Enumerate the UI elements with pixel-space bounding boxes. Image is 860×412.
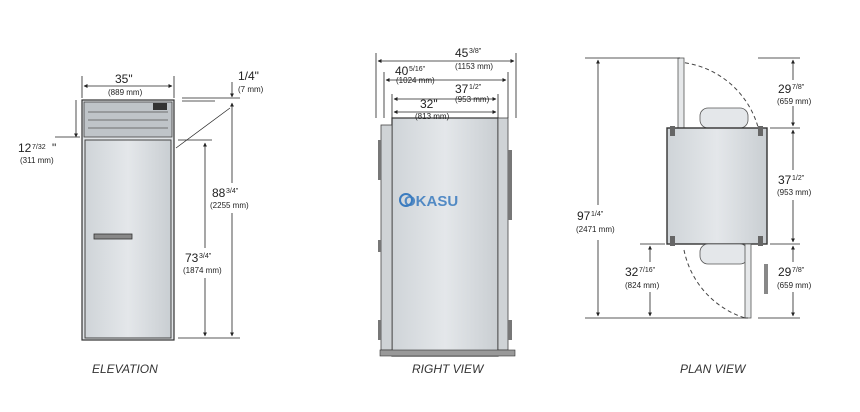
rv-d2-frac: 1/2"	[469, 84, 482, 91]
rv-d2-mm: (953 mm)	[455, 95, 490, 104]
svg-text:": "	[52, 141, 56, 155]
watermark-text: OKASU	[404, 193, 458, 210]
elevation-width-mm: (889 mm)	[108, 88, 143, 97]
elevation-door-label: 73	[185, 251, 199, 265]
right-view-door-edge	[380, 124, 393, 351]
plan-top-frac: 7/8"	[792, 84, 805, 91]
plan-cabinet	[666, 127, 768, 245]
right-view: OKASU 45 3/8" (1153 mm) 40 5/16" (1024 m…	[375, 46, 517, 376]
rv-d1-frac: 5/16"	[409, 66, 426, 73]
elevation-door-mm: (1874 mm)	[183, 266, 222, 275]
elevation-door-handle	[93, 233, 133, 240]
rv-overall-frac: 3/8"	[469, 48, 482, 55]
plan-bot-mm: (659 mm)	[777, 281, 812, 290]
plan-view-caption: PLAN VIEW	[680, 362, 747, 376]
plan-left-label: 32	[625, 265, 639, 279]
plan-bot-frac: 7/8"	[792, 267, 805, 274]
rv-d3-label: 32"	[420, 97, 438, 111]
plan-total-label: 97	[577, 209, 591, 223]
elevation-left-frac: 7/32	[32, 144, 46, 151]
rv-d2-label: 37	[455, 82, 469, 96]
plan-mid-frac: 1/2"	[792, 175, 805, 182]
elevation-height-mm: (2255 mm)	[210, 201, 249, 210]
plan-left-frac: 7/16"	[639, 267, 656, 274]
rv-overall-label: 45	[455, 46, 469, 60]
plan-total-frac: 1/4"	[591, 211, 604, 218]
rv-d3-mm: (813 mm)	[415, 112, 450, 121]
right-view-body	[391, 117, 499, 357]
elevation-topgap-mm: (7 mm)	[238, 85, 264, 94]
plan-top-mm: (659 mm)	[777, 97, 812, 106]
plan-bot-label: 29	[778, 265, 792, 279]
rv-d1-label: 40	[395, 64, 409, 78]
plan-mid-label: 37	[778, 173, 792, 187]
okasu-watermark: OKASU	[399, 193, 458, 210]
right-view-back	[497, 117, 509, 351]
plan-view: 97 1/4" (2471 mm) 32 7/16" (824 mm) 29 7…	[576, 57, 812, 376]
plan-bottom-door-arc	[683, 249, 746, 319]
elevation-view: 35" (889 mm) 1/4" (7 mm) 12 7/32 " (311 …	[18, 69, 264, 376]
plan-left-mm: (824 mm)	[625, 281, 660, 290]
elevation-height-label: 88	[212, 186, 226, 200]
elevation-topgap-label: 1/4"	[238, 69, 259, 83]
right-view-caption: RIGHT VIEW	[412, 362, 485, 376]
rv-overall-mm: (1153 mm)	[455, 62, 493, 71]
plan-top-label: 29	[778, 82, 792, 96]
plan-total-mm: (2471 mm)	[576, 225, 615, 234]
plan-mid-mm: (953 mm)	[777, 188, 812, 197]
elevation-left-mm: (311 mm)	[20, 156, 54, 165]
elevation-left-label: 12	[18, 141, 32, 155]
elevation-width-label: 35"	[115, 72, 133, 86]
elevation-height-frac: 3/4"	[226, 188, 239, 195]
elevation-door-frac: 3/4"	[199, 253, 212, 260]
elevation-caption: ELEVATION	[92, 362, 158, 376]
rv-d1-mm: (1024 mm)	[396, 76, 435, 85]
